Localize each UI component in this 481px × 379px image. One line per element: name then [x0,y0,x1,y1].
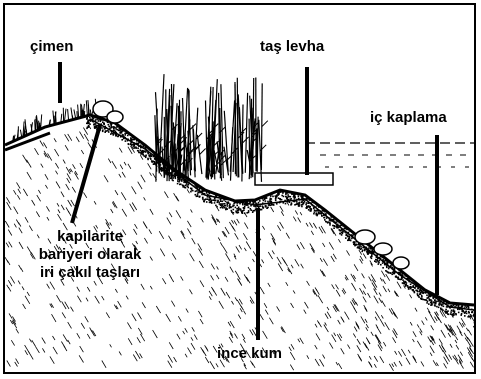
pond-cross-section [5,5,474,372]
diagram-frame: çimen taş levha iç kaplama kapilarite ba… [3,3,476,374]
stone-slab [255,173,333,185]
label-liner: iç kaplama [370,109,447,127]
label-fine-sand: ince kum [217,345,282,363]
water-plants [155,74,268,182]
label-grass: çimen [30,38,73,56]
label-line: bariyeri olarak [15,246,165,264]
label-line: iri çakıl taşları [15,264,165,282]
label-capillary-barrier: kapilarite bariyeri olarak iri çakıl taş… [15,228,165,282]
label-line: kapilarite [15,228,165,246]
label-stone-slab: taş levha [260,38,324,56]
